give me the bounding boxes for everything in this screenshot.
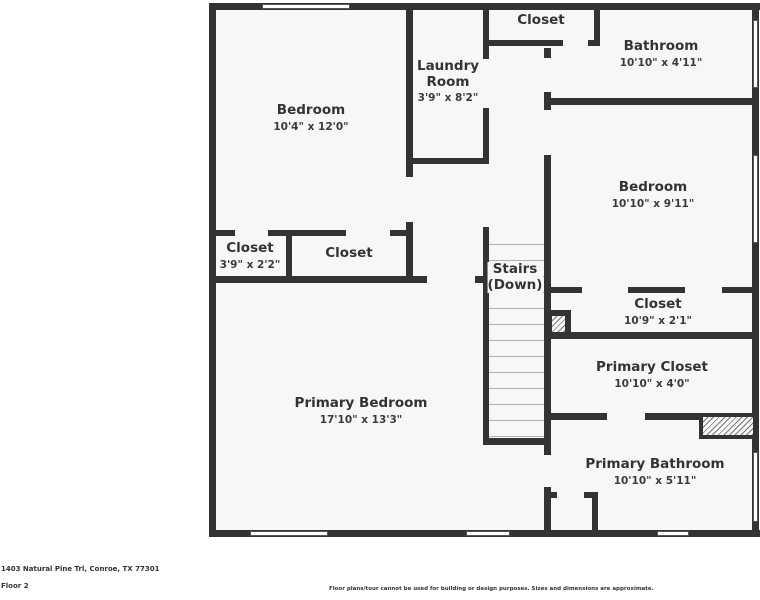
hvac-chase bbox=[550, 314, 567, 334]
room-label-primary-bedroom: Primary Bedroom 17'10" x 13'3" bbox=[294, 395, 428, 426]
room-label-laundry-room: Laundry Room 3'9" x 8'2" bbox=[416, 58, 480, 105]
window bbox=[753, 452, 758, 522]
wall bbox=[483, 3, 489, 59]
wall bbox=[544, 48, 551, 58]
wall bbox=[544, 487, 551, 537]
wall bbox=[592, 492, 598, 537]
room-label-closet-right: Closet 10'9" x 2'1" bbox=[624, 296, 692, 327]
window bbox=[250, 531, 328, 536]
wall bbox=[565, 310, 571, 337]
wall bbox=[483, 438, 549, 445]
wall bbox=[406, 222, 413, 278]
disclaimer-text: Floor plans/tour cannot be used for buil… bbox=[329, 586, 654, 592]
floor-label: Floor 2 bbox=[1, 582, 29, 590]
room-label-closet-mid: Closet bbox=[325, 245, 373, 261]
wall bbox=[544, 413, 607, 420]
wall bbox=[406, 158, 489, 164]
window bbox=[466, 531, 510, 536]
room-label-bedroom: Bedroom 10'4" x 12'0" bbox=[273, 102, 349, 133]
wall bbox=[209, 230, 235, 236]
wall bbox=[544, 155, 551, 455]
room-label-stairs: Stairs (Down) bbox=[487, 261, 543, 294]
wall bbox=[483, 40, 563, 46]
room-label-primary-bathroom: Primary Bathroom 10'10" x 5'11" bbox=[585, 456, 725, 487]
wall bbox=[286, 230, 292, 282]
window bbox=[657, 531, 689, 536]
wall bbox=[544, 492, 557, 498]
wall bbox=[594, 3, 600, 46]
wall bbox=[475, 276, 489, 283]
wall bbox=[628, 287, 685, 293]
wall bbox=[752, 3, 759, 537]
wall bbox=[209, 276, 427, 283]
wall bbox=[209, 3, 216, 537]
wall bbox=[544, 332, 759, 339]
wall bbox=[544, 310, 569, 316]
room-label-primary-closet: Primary Closet 10'10" x 4'0" bbox=[596, 359, 708, 390]
room-label-bathroom: Bathroom 10'10" x 4'11" bbox=[619, 38, 703, 69]
wall bbox=[483, 108, 489, 164]
room-label-bedroom-2: Bedroom 10'10" x 9'11" bbox=[611, 179, 695, 210]
wall bbox=[584, 492, 598, 498]
wall bbox=[544, 287, 582, 293]
wall bbox=[699, 433, 759, 439]
address-text: 1403 Natural Pine Trl, Conroe, TX 77301 bbox=[1, 565, 160, 573]
wall bbox=[406, 3, 413, 177]
wall bbox=[699, 413, 705, 439]
window bbox=[753, 155, 758, 243]
wall bbox=[722, 287, 759, 293]
room-label-closet-small: Closet 3'9" x 2'2" bbox=[219, 240, 281, 271]
wall bbox=[483, 227, 489, 445]
floor-plan: Bedroom 10'4" x 12'0" Laundry Room 3'9" … bbox=[209, 3, 760, 537]
hvac-chase bbox=[703, 417, 753, 435]
window bbox=[262, 4, 350, 9]
room-label-closet-top: Closet bbox=[517, 12, 565, 28]
window bbox=[753, 20, 758, 88]
wall bbox=[268, 230, 346, 236]
wall bbox=[390, 230, 413, 236]
wall bbox=[544, 98, 759, 105]
